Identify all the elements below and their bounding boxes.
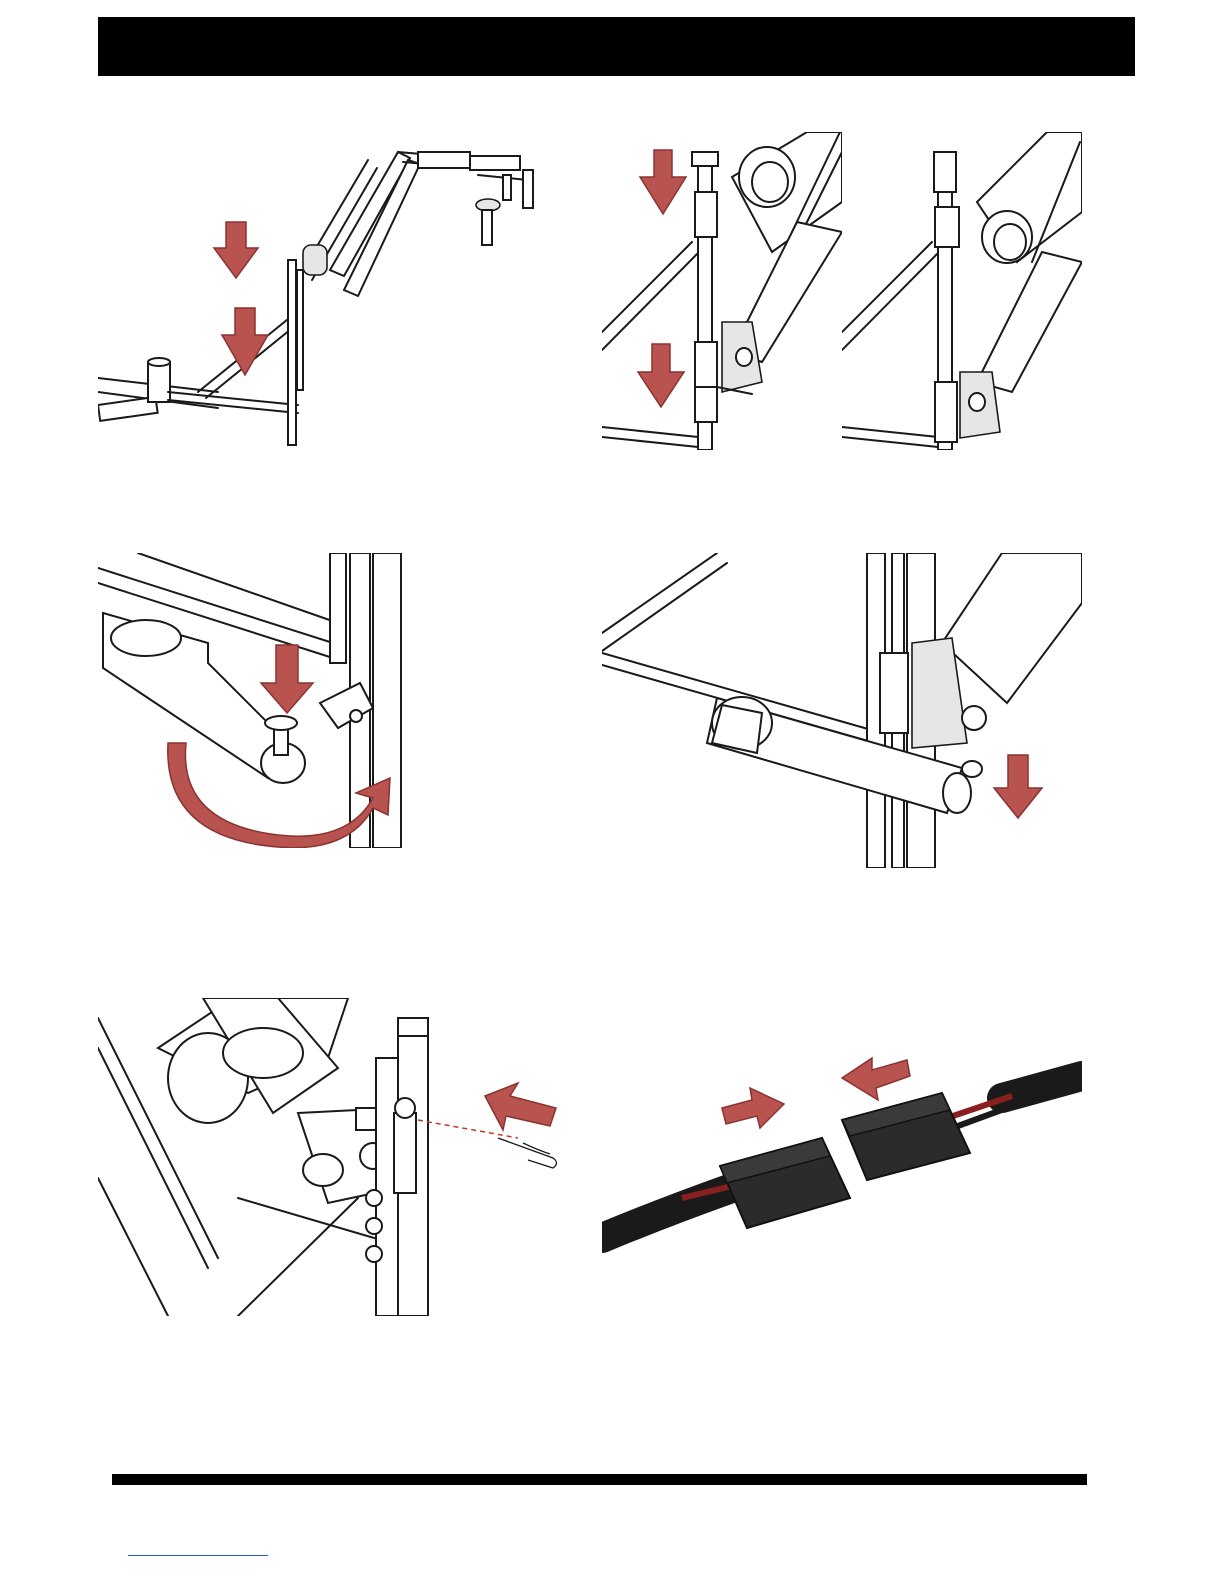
arrow-down-icon: [214, 222, 258, 278]
figure-lift-arm-overview: [98, 130, 558, 455]
footer-link-underline[interactable]: [128, 1555, 268, 1556]
arrow-down-icon: [261, 645, 313, 713]
arrow-right-icon: [722, 1088, 784, 1128]
arrow-left-icon: [485, 1083, 556, 1130]
figure-cable-connector-join: [602, 1048, 1082, 1268]
footer-rule: [112, 1474, 1087, 1485]
header-bar: [98, 17, 1135, 76]
figure-actuator-pin-rotate: [98, 553, 408, 848]
figure-column-hinge-after: [842, 132, 1082, 450]
arrow-down-icon: [222, 308, 268, 375]
figure-hinge-pin-insert: [98, 998, 558, 1316]
figure-actuator-pin-seated: [602, 553, 1082, 868]
arrow-down-icon: [640, 150, 686, 214]
arrow-down-icon: [994, 755, 1042, 818]
figure-column-hinge-before: [602, 132, 842, 450]
arrow-left-icon: [842, 1058, 910, 1100]
arrow-down-icon: [638, 344, 684, 407]
